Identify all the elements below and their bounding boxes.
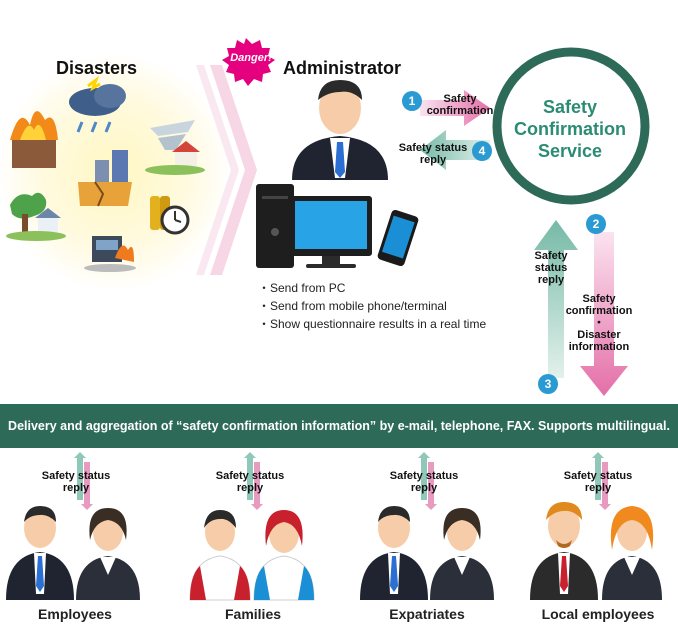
- step-1-number: 1: [408, 94, 416, 108]
- step-3-label: Safety status reply: [522, 250, 580, 286]
- service-title-line3: Service: [537, 141, 603, 161]
- local-employees-label: Local employees: [541, 606, 655, 622]
- step-1-label: Safety confirmation: [425, 93, 495, 117]
- disaster-chevron: [196, 65, 257, 275]
- step-2-number: 2: [592, 217, 600, 231]
- employees-people-icon: [6, 506, 140, 600]
- administrator-title: Administrator: [283, 58, 402, 78]
- step-4-badge: [472, 141, 492, 161]
- local-employees-reply-label: Safety status reply: [556, 470, 640, 494]
- families-label: Families: [224, 606, 282, 622]
- step-2-label: Safety confirmation ・ Disaster informati…: [560, 293, 638, 353]
- time-bomb-icon: [150, 196, 190, 235]
- delivery-band: [0, 404, 678, 448]
- step-2-badge: [586, 214, 606, 234]
- feature-send-from-pc: ・Send from PC: [258, 281, 346, 295]
- arrow-safety-confirmation-down: [580, 232, 628, 396]
- administrator-person-icon: [292, 80, 388, 180]
- step-2-label-line3: Disaster: [577, 329, 621, 341]
- arrow-safety-confirmation-right: [420, 90, 490, 126]
- families-people-icon: [189, 510, 315, 601]
- step-1-label-line1: Safety: [443, 93, 477, 105]
- danger-badge-burst: [222, 38, 275, 86]
- step-1-label-line2: confirmation: [426, 105, 494, 117]
- disasters-title: Disasters: [56, 58, 138, 78]
- feature-send-from-mobile: ・Send from mobile phone/terminal: [258, 299, 447, 313]
- employees-reply-line1: Safety status: [41, 470, 111, 482]
- computer-icon: [256, 184, 372, 268]
- expatriates-reply-label: Safety status reply: [382, 470, 466, 494]
- employees-reply-line2: reply: [62, 482, 90, 494]
- earthquake-icon: [78, 150, 132, 207]
- service-title: Safety Confirmation Service: [505, 96, 635, 162]
- step-4-label-line2: reply: [419, 154, 447, 166]
- local-employees-reply-line1: Safety status: [563, 470, 633, 482]
- step-3-label-line3: reply: [537, 274, 565, 286]
- step-4-number: 4: [478, 144, 486, 158]
- step-4-label-line1: Safety status: [398, 142, 468, 154]
- delivery-band-text: Delivery and aggregation of “safety conf…: [8, 419, 670, 433]
- step-2-label-line4: information: [568, 341, 630, 353]
- service-ring: [492, 47, 650, 205]
- step-2-label-separator: ・: [593, 317, 605, 329]
- feature-realtime-results: ・Show questionnaire results in a real ti…: [258, 317, 487, 331]
- mobile-phone-icon: [377, 209, 419, 267]
- employees-reply-label: Safety status reply: [34, 470, 118, 494]
- step-3-badge: [538, 374, 558, 394]
- step-3-label-line1: Safety: [534, 250, 568, 262]
- arrow-safety-status-reply-left: [420, 130, 490, 170]
- fire-icon: [10, 111, 58, 168]
- expatriates-reply-line2: reply: [410, 482, 438, 494]
- service-title-line1: Safety: [542, 97, 598, 117]
- step-4-label: Safety status reply: [396, 142, 470, 166]
- local-employees-people-icon: [530, 502, 662, 600]
- step-2-label-line2: confirmation: [565, 305, 633, 317]
- employees-label: Employees: [38, 606, 112, 622]
- expatriates-people-icon: [360, 506, 494, 600]
- arrow-safety-status-reply-up: [534, 220, 578, 378]
- service-title-line2: Confirmation: [514, 119, 626, 139]
- step-1-badge: [402, 91, 422, 111]
- rain-cloud-icon: [69, 75, 126, 133]
- step-3-number: 3: [544, 377, 552, 391]
- families-reply-line1: Safety status: [215, 470, 285, 482]
- expatriates-reply-line1: Safety status: [389, 470, 459, 482]
- car-crash-icon: [84, 236, 136, 272]
- storm-tree-icon: [6, 192, 66, 241]
- families-reply-line2: reply: [236, 482, 264, 494]
- local-employees-reply-line2: reply: [584, 482, 612, 494]
- step-3-label-line2: status: [534, 262, 568, 274]
- step-2-label-line1: Safety: [582, 293, 616, 305]
- admin-features-list: ・Send from PC ・Send from mobile phone/te…: [258, 279, 486, 333]
- families-reply-label: Safety status reply: [208, 470, 292, 494]
- danger-badge-text: Danger!: [230, 52, 272, 64]
- tornado-house-icon: [145, 120, 205, 175]
- expatriates-label: Expatriates: [389, 606, 465, 622]
- group-reply-arrows: [74, 452, 611, 510]
